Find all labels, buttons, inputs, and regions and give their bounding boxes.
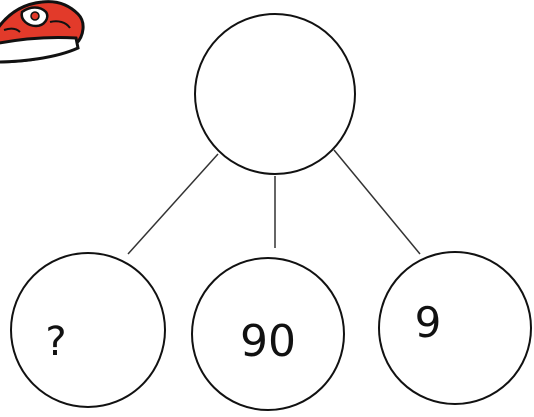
whole-node bbox=[194, 13, 356, 175]
part-node-left: ? bbox=[10, 252, 166, 408]
part-node-middle: 90 bbox=[191, 257, 345, 411]
part-middle-value: 90 bbox=[240, 316, 296, 367]
part-right-value: 9 bbox=[415, 298, 442, 347]
connector-right bbox=[333, 149, 421, 255]
part-left-value: ? bbox=[45, 319, 66, 365]
part-node-right: 9 bbox=[378, 251, 532, 405]
connector-left bbox=[127, 153, 219, 255]
red-cartoon-shoe-icon bbox=[0, 0, 85, 64]
